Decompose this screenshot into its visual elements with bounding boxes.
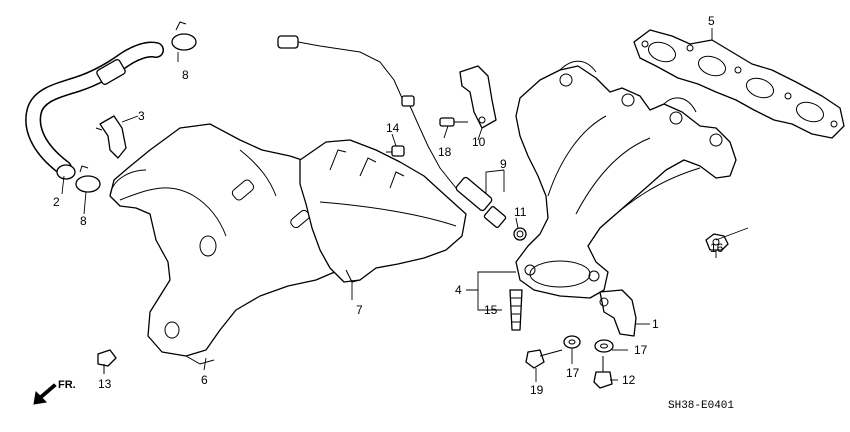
direction-label: FR.	[58, 379, 76, 391]
callout-8-upper: 8	[182, 68, 189, 82]
callout-4: 4	[455, 283, 462, 297]
heat-shield-bolt	[386, 145, 405, 157]
hose-bracket	[95, 115, 127, 159]
manifold-gasket	[633, 29, 845, 139]
callout-17-left: 17	[566, 366, 580, 380]
washer-right	[594, 339, 614, 353]
hose-clamp-upper	[171, 21, 197, 51]
leader-lines	[61, 28, 749, 382]
callout-5: 5	[708, 14, 715, 28]
manifold-stud	[509, 289, 523, 331]
callout-14: 14	[386, 121, 400, 135]
callout-1: 1	[652, 317, 659, 331]
washer-left	[563, 335, 581, 349]
flange-bolt-19	[525, 349, 563, 369]
bracket-bolt	[439, 117, 468, 127]
callout-18: 18	[438, 145, 452, 159]
oxygen-sensor-assembly	[277, 35, 527, 241]
heat-shield-bolt-13	[97, 349, 117, 374]
front-direction-arrow: FR.	[33, 379, 76, 405]
callout-labels: 5 8 3 2 8 14 18 10 9 11 4 15 7 6 16 1 17…	[53, 14, 724, 397]
callout-17-right: 17	[634, 343, 648, 357]
heat-shield-upper	[299, 139, 467, 283]
callout-7: 7	[356, 303, 363, 317]
callout-15: 15	[484, 303, 498, 317]
callout-19: 19	[530, 383, 544, 397]
callout-8-lower: 8	[80, 214, 87, 228]
sensor-bracket	[459, 65, 497, 129]
callout-2: 2	[53, 195, 60, 209]
callout-3: 3	[138, 109, 145, 123]
hose-clamp-lower	[75, 165, 101, 193]
callout-9: 9	[500, 157, 507, 171]
callout-16: 16	[710, 241, 724, 255]
manifold-bracket	[599, 289, 637, 337]
callout-13: 13	[98, 377, 112, 391]
diagram-code: SH38-E0401	[668, 400, 734, 412]
callout-10: 10	[472, 135, 486, 149]
callout-11: 11	[514, 205, 527, 219]
flange-bolt-12	[593, 356, 613, 389]
breather-hose	[25, 41, 164, 180]
callout-6: 6	[201, 373, 208, 387]
callout-12: 12	[622, 373, 636, 387]
exhaust-manifold	[515, 60, 737, 299]
